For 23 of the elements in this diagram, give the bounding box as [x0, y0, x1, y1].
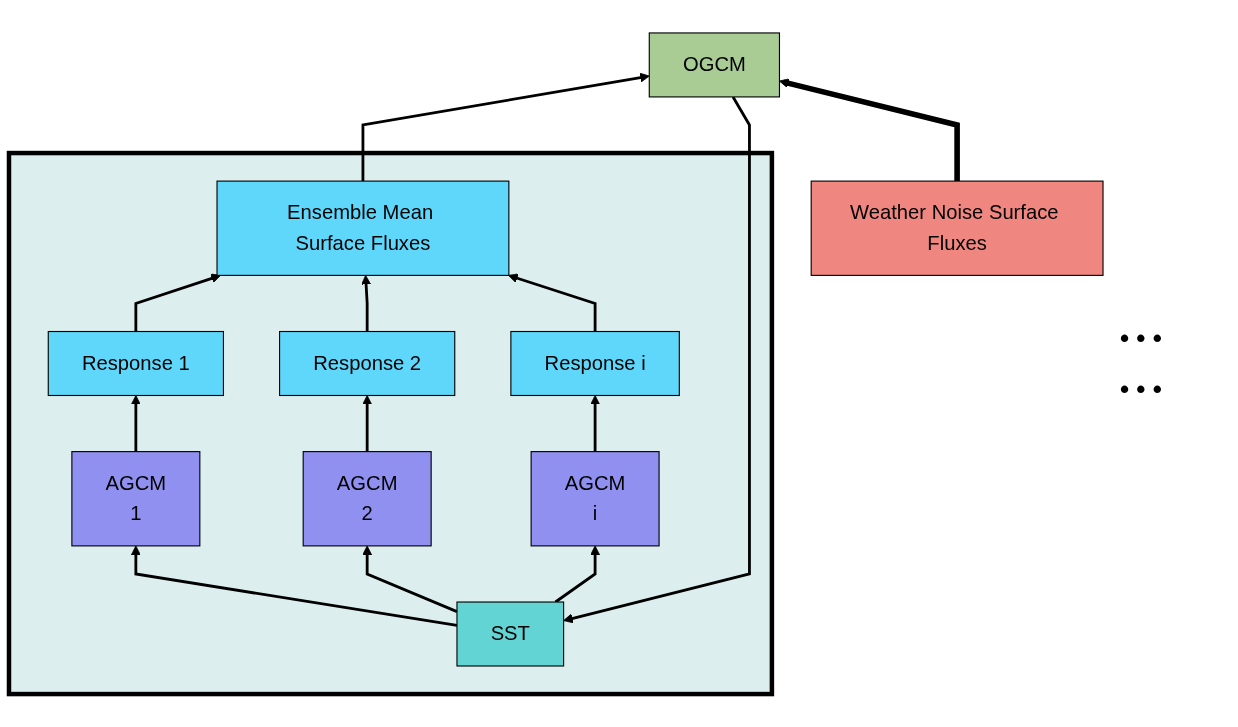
arrow: [361, 274, 371, 332]
node-box: Ensemble Mean Surface Fluxes: [216, 180, 510, 276]
arrow: [590, 395, 601, 452]
node-box: AGCM i: [530, 451, 660, 547]
node-box: AGCM 2: [302, 451, 432, 547]
arrow: [134, 273, 222, 332]
node-box: Response 2: [279, 330, 456, 397]
arrow: [508, 273, 597, 332]
arrow: [779, 78, 960, 182]
arrow: [130, 395, 141, 452]
ellipsis-dots: • • •: [1120, 322, 1163, 354]
node-box: OGCM: [648, 32, 781, 98]
node-box: AGCM 1: [71, 451, 201, 547]
arrow: [554, 545, 601, 604]
node-box: Response i: [510, 330, 680, 397]
node-box: Response 1: [47, 330, 224, 397]
arrow: [361, 72, 650, 182]
arrow: [563, 96, 751, 624]
cluster: [6, 150, 775, 697]
node-box: Weather Noise Surface Fluxes: [810, 180, 1104, 276]
arrow: [362, 395, 373, 452]
ellipsis-dots: • • •: [1120, 373, 1163, 405]
node-box: SST: [456, 601, 565, 667]
